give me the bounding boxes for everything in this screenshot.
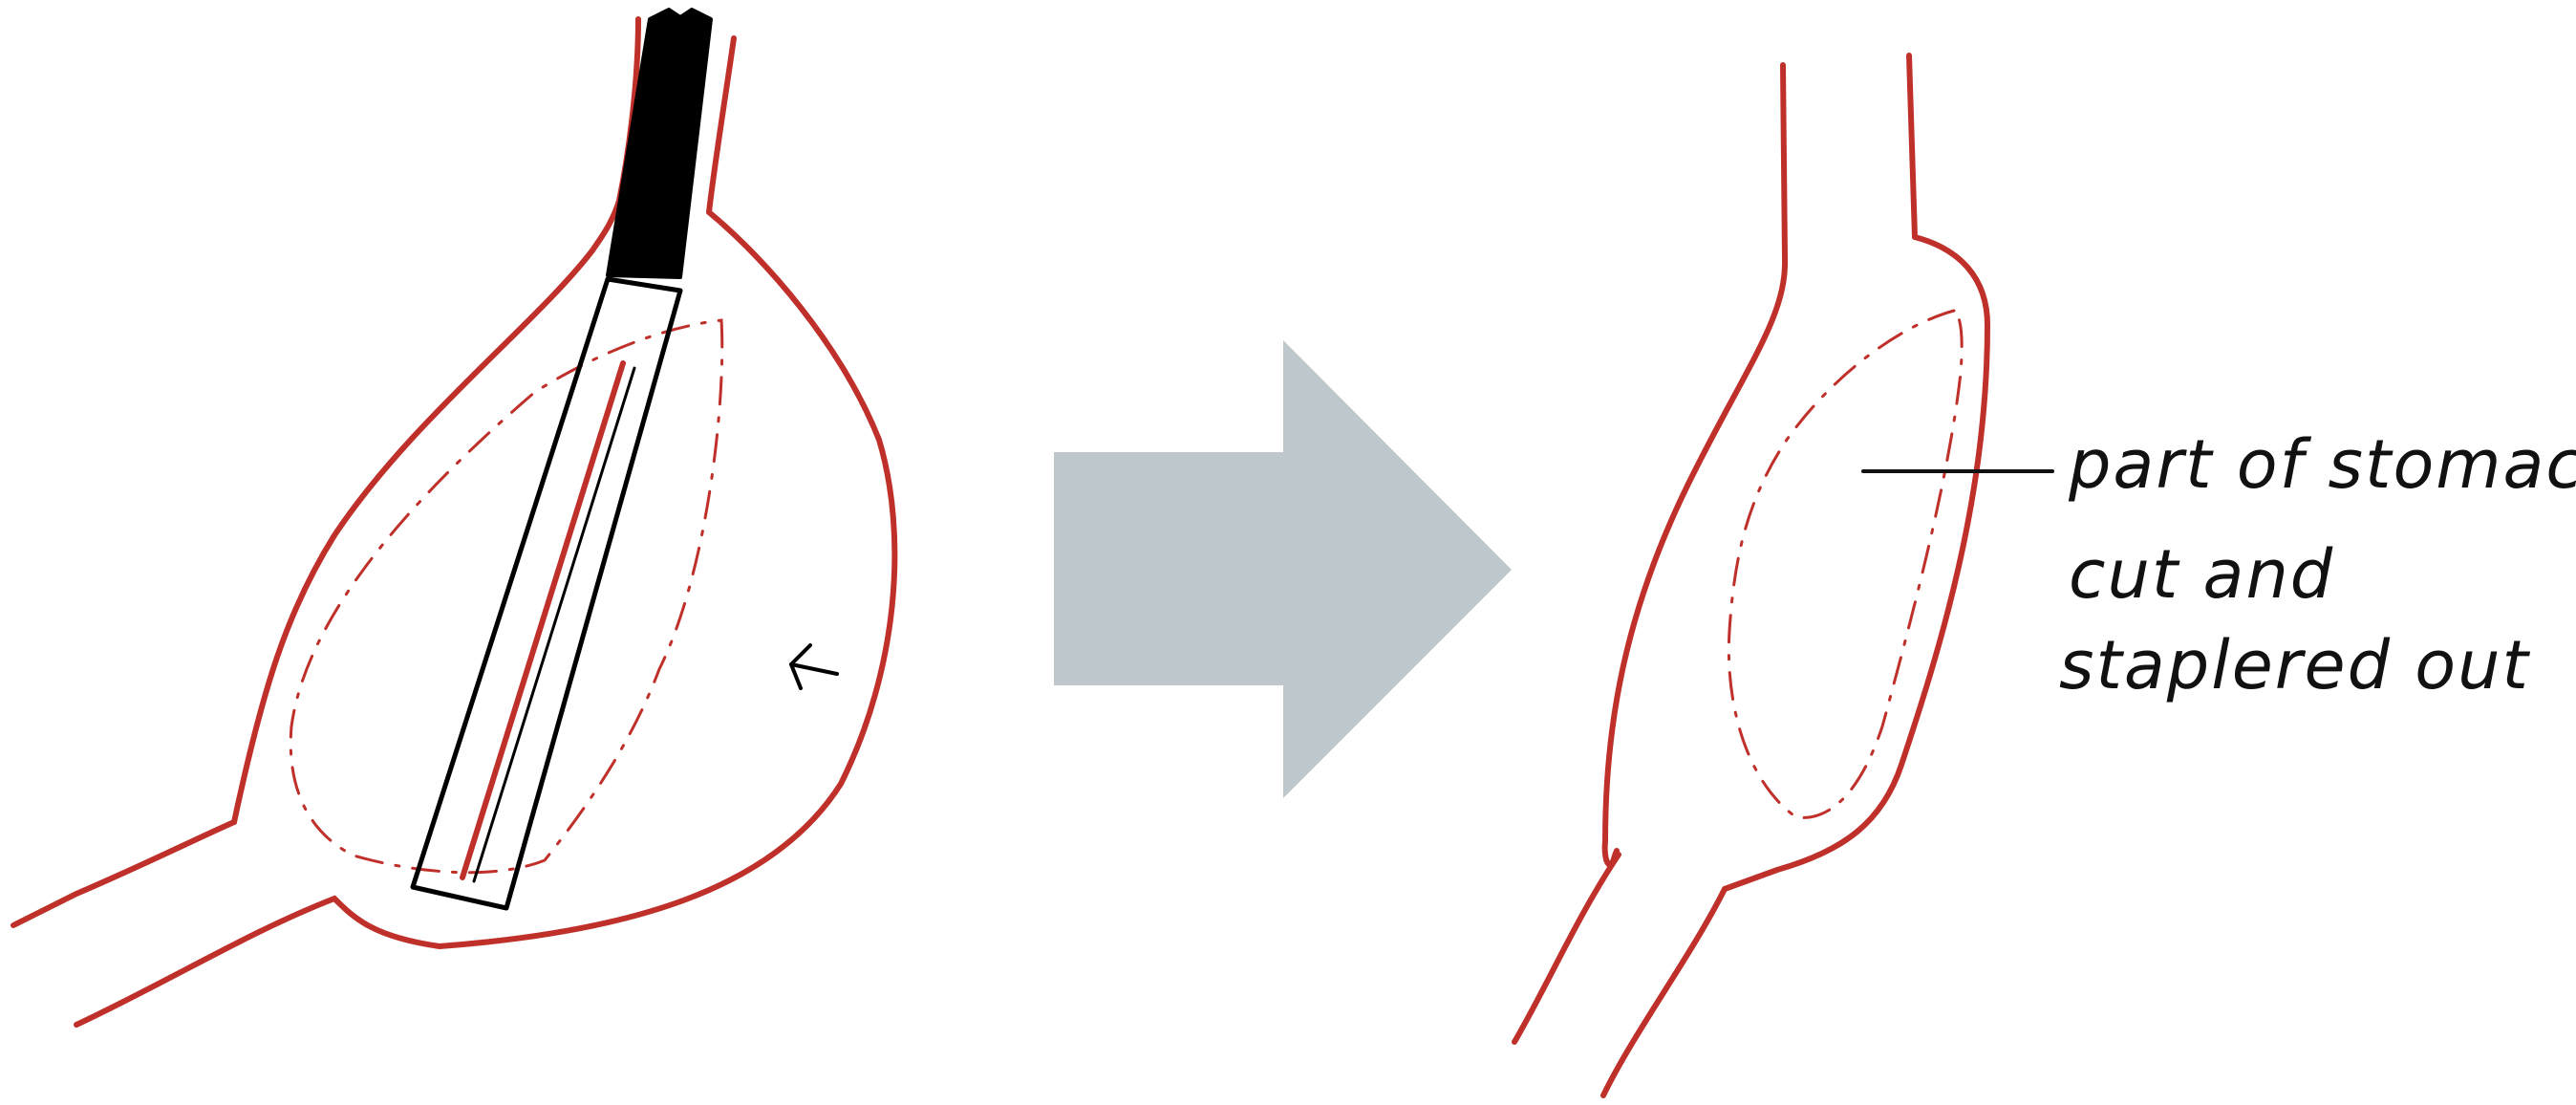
stomach-greater-curvature <box>74 209 898 1028</box>
sleeve-duodenum-right <box>1600 886 1728 1098</box>
removed-part-dashed-outline <box>1727 309 1964 819</box>
right-arrow-icon <box>1054 340 1512 798</box>
sleeve-right-wall <box>1722 234 1991 892</box>
sleeve-dashed-line <box>289 318 724 875</box>
esophagus-right-wall <box>706 35 737 215</box>
sleeve-esophagus-right-wall <box>1906 53 1918 240</box>
before-stomach-panel <box>11 8 898 1028</box>
stapler-staple-line <box>460 360 626 880</box>
stomach-outer-wall <box>11 248 595 928</box>
bougie-tube <box>606 8 713 279</box>
sleeve-esophagus-left-wall <box>1780 62 1788 261</box>
annotation-line-1: part of stomach <box>2068 425 2576 504</box>
annotation-line-2: cut and <box>2069 535 2334 614</box>
stapler-inner-line <box>472 366 636 883</box>
direction-arrow-icon <box>789 643 839 690</box>
stapler-body <box>410 276 683 911</box>
sleeve-duodenum-left <box>1512 852 1621 1045</box>
sleeve-left-wall <box>1601 255 1789 868</box>
after-sleeve-panel: part of stomach cut and staplered out <box>1512 53 2576 1098</box>
annotation-line-3: staplered out <box>2059 626 2530 704</box>
